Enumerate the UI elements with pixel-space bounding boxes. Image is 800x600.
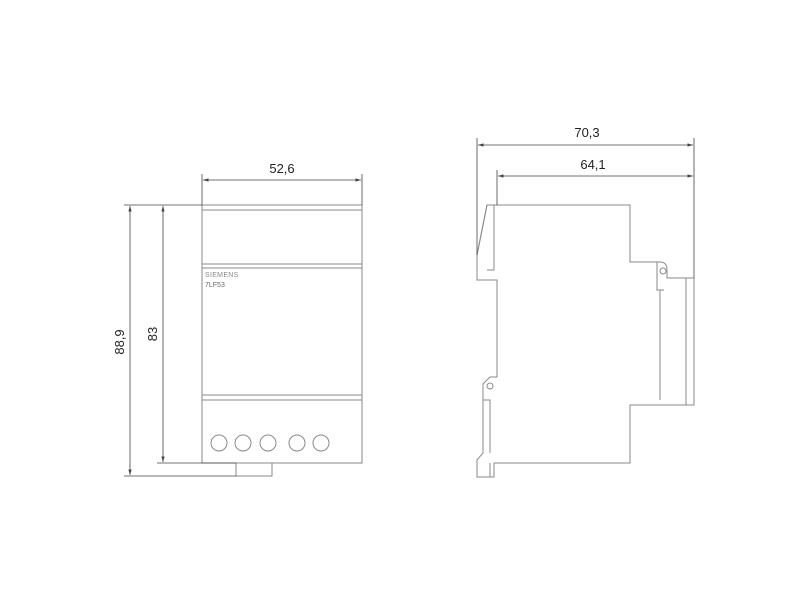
terminal-screw bbox=[210, 434, 228, 452]
dim-depth-body-label: 64,1 bbox=[580, 157, 605, 172]
model-label: 7LF53 bbox=[205, 282, 225, 289]
side-body-outline bbox=[476, 204, 695, 478]
side-dimensions bbox=[476, 138, 695, 278]
front-body-outline bbox=[201, 204, 363, 464]
front-view bbox=[201, 204, 363, 477]
dim-height-total-label: 88,9 bbox=[112, 329, 127, 354]
terminal-screw bbox=[312, 434, 330, 452]
front-din-clip bbox=[235, 463, 273, 477]
dim-width-label: 52,6 bbox=[269, 161, 294, 176]
side-view bbox=[476, 204, 695, 478]
terminal-screws bbox=[210, 434, 330, 452]
terminal-screw bbox=[259, 434, 277, 452]
side-front-inner-line bbox=[487, 205, 495, 271]
side-rear-dot bbox=[659, 267, 667, 275]
terminal-screw bbox=[234, 434, 252, 452]
dim-depth-total-label: 70,3 bbox=[574, 125, 599, 140]
brand-label: SIEMENS bbox=[205, 272, 239, 279]
side-clip-dot bbox=[486, 382, 494, 390]
side-slope-line bbox=[476, 204, 488, 256]
front-dimensions bbox=[124, 174, 363, 477]
dim-height-body-label: 83 bbox=[145, 327, 160, 341]
terminal-screw bbox=[288, 434, 306, 452]
side-rear-hook bbox=[656, 262, 664, 291]
side-lower-clip bbox=[483, 399, 491, 477]
